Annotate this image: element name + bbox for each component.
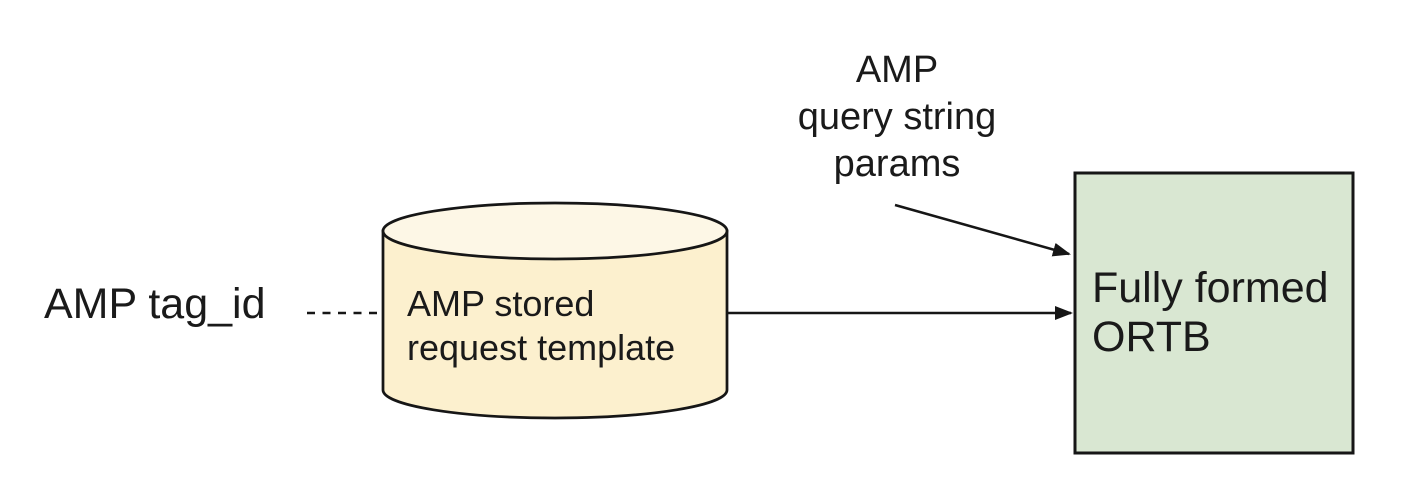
stored-request-cylinder-label: AMP stored request template (407, 283, 676, 368)
cylinder-top (381, 201, 729, 261)
query-params-to-ortb-arrow (894, 203, 1071, 257)
stored-request-cylinder (381, 201, 729, 420)
amp-query-string-params-label: AMP query string params (797, 49, 997, 185)
amp-tag-id-label: AMP tag_id (44, 280, 266, 328)
cylinder-body (381, 229, 729, 420)
fully-formed-ortb-label: Fully formed ORTB (1092, 264, 1329, 361)
ortb-box (1073, 171, 1355, 455)
